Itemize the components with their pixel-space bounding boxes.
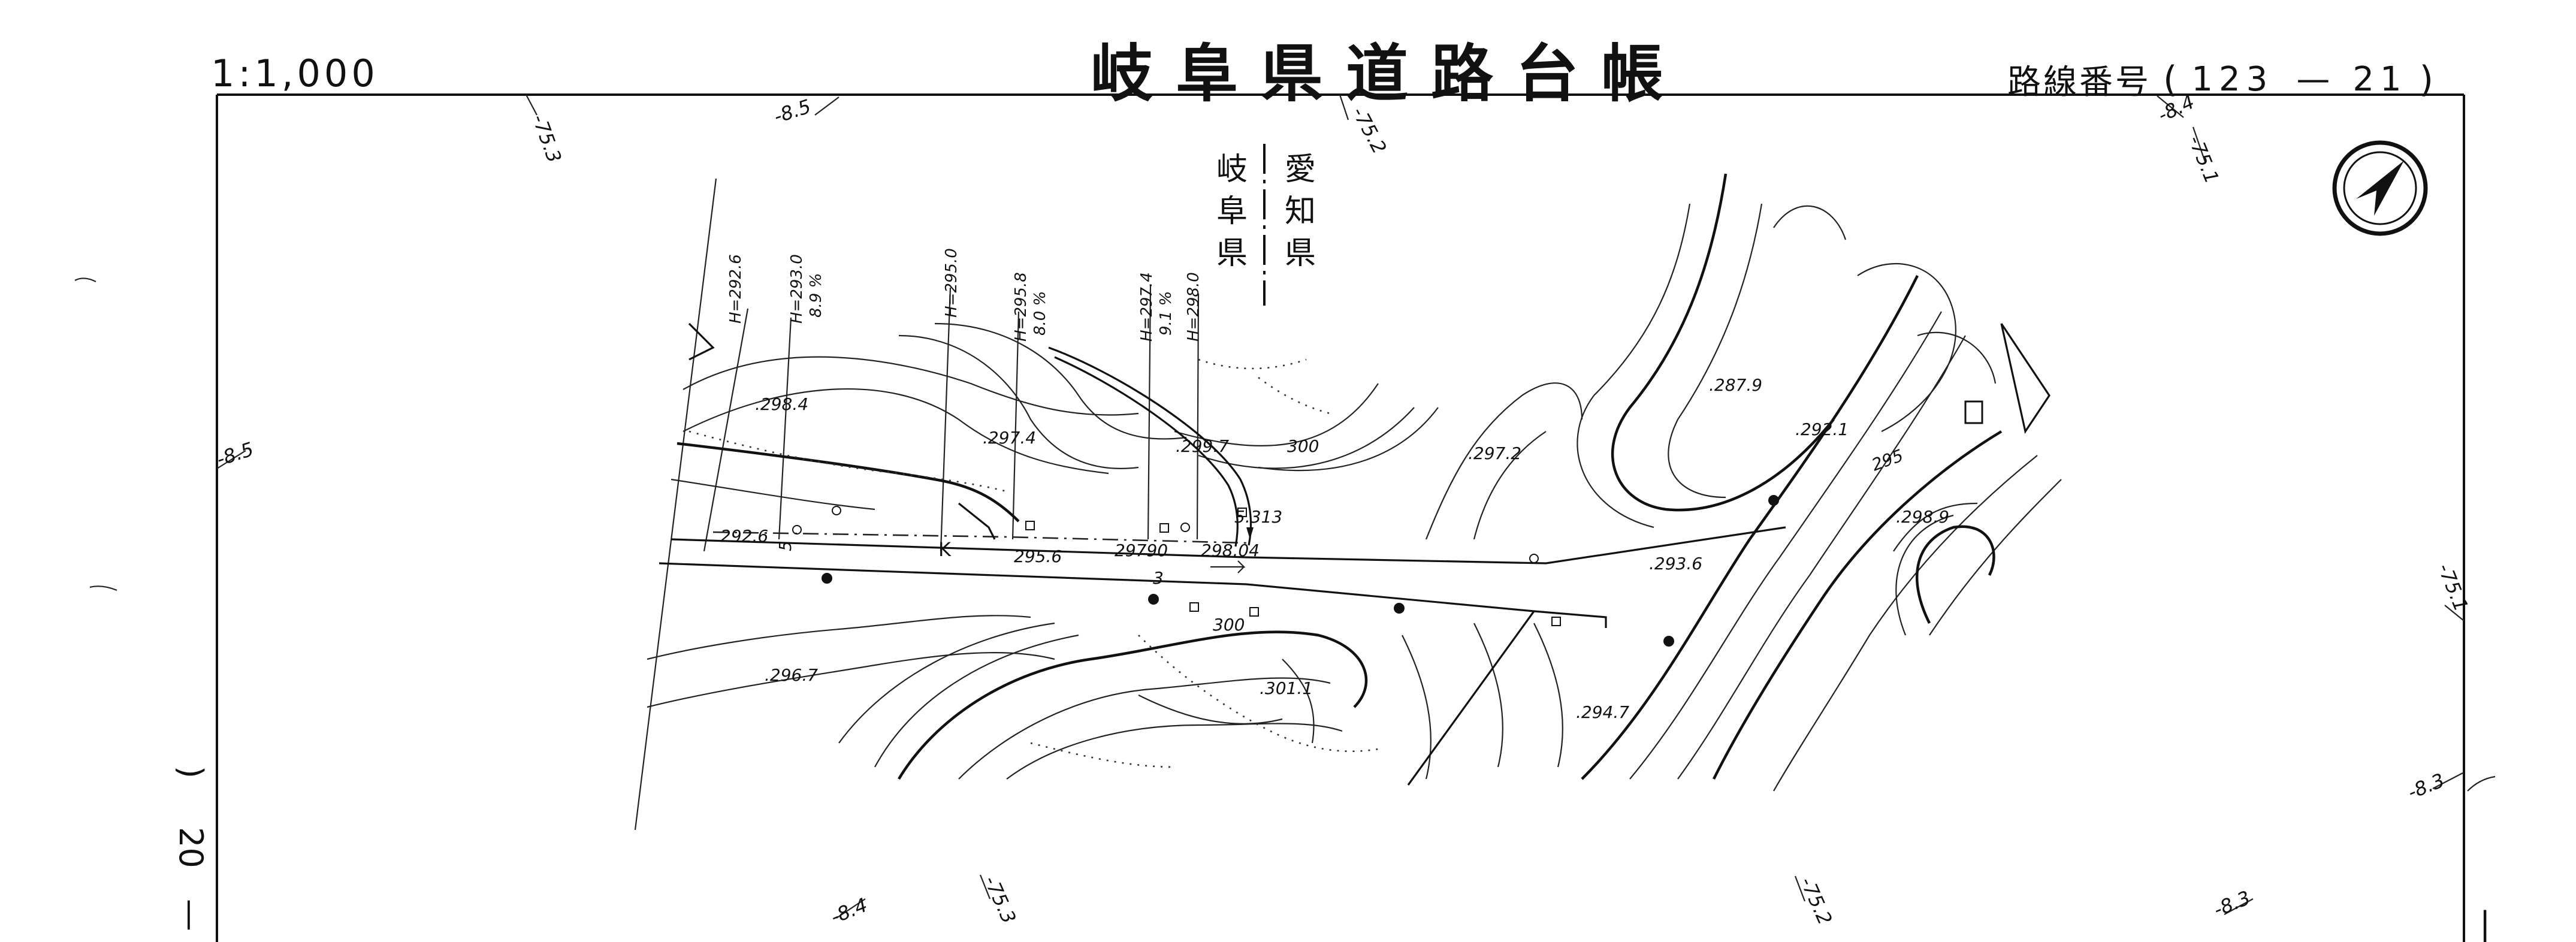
route-number: 123 (2191, 60, 2274, 99)
sheet-ref-text: -75.1 (2433, 560, 2473, 615)
elev-29790: 29790 (1115, 541, 1168, 560)
prefecture-boundary: 岐 阜 県 愛 知 県 (1216, 144, 1316, 306)
dotted-boundary-lines (688, 358, 1379, 768)
sheet-ref-top-5: -75.1 (2184, 126, 2224, 187)
elev-3011: .301.1 (1260, 678, 1313, 698)
elev-2947: .294.7 (1576, 702, 1629, 722)
sheet-ref-text: -75.3 (527, 111, 566, 166)
elev-2926: 292.6 (720, 526, 768, 546)
sheet-ref-text: -75.2 (1796, 874, 1837, 928)
prefecture-gifu-char-3: 県 (1216, 236, 1248, 271)
prefecture-aichi-char-2: 知 (1285, 194, 1316, 230)
section-label-grade-89: 8.9 % (807, 273, 825, 318)
prefecture-gifu-char-1: 岐 (1216, 152, 1248, 188)
elev-2967: .296.7 (765, 665, 818, 685)
sheet-ref-right-2: -8.3 (2405, 769, 2463, 804)
section-label-grade-80: 8.0 % (1031, 291, 1049, 336)
elev-2879: .287.9 (1709, 375, 1762, 395)
route-number-block: 路線番号 ( 123 — 21 ) (2007, 55, 2436, 104)
sheet-ref-text: -8.5 (214, 437, 256, 470)
elev-2921: .292.1 (1795, 419, 1849, 439)
elev-300-north: 300 (1287, 436, 1319, 456)
sheet-ref-text: -75.3 (980, 872, 1020, 927)
prefecture-gifu-char-2: 阜 (1216, 194, 1248, 230)
station-5: 5 (775, 541, 795, 551)
sheet-reference-marks: -75.3 -8.5 -75.2 -8.4 -75.1 -8.5 -75.1 (214, 90, 2473, 928)
route-close-paren: ) (2419, 58, 2436, 101)
section-label-h2958: H=295.8 (1012, 272, 1030, 342)
sheet-ref-text: -8.4 (828, 893, 871, 929)
road (659, 322, 2050, 786)
side-marks: ) 20 — | (74, 277, 2496, 942)
route-open-paren: ( (2163, 58, 2180, 101)
elevation-labels: .298.4 .297.4 .299.7 300 .297.2 .287.9 .… (720, 375, 1949, 722)
section-label-h2974: H=297.4 (1138, 272, 1156, 342)
section-label-h2980: H=298.0 (1185, 272, 1203, 342)
sheet-ref-text: -8.3 (2405, 769, 2448, 804)
elev-2997: .299.7 (1176, 436, 1229, 456)
sheet-ref-bottom-2: -75.3 (980, 872, 1020, 927)
side-left-paren: ) (172, 766, 210, 778)
map-point-features (792, 495, 1779, 647)
side-right-bar: | (2480, 905, 2490, 942)
contour-lines (647, 173, 2062, 792)
section-label-h2950: H=295.0 (943, 248, 961, 318)
sheet-ref-text: -8.5 (771, 95, 814, 128)
route-sub-number: 21 (2352, 60, 2408, 99)
elev-2956: 295.6 (1014, 547, 1062, 566)
sheet-ref-top-1: -75.3 (526, 94, 566, 166)
sheet-ref-bottom-4: -8.3 (2210, 886, 2254, 922)
elev-300-south: 300 (1213, 615, 1245, 635)
elev-2936: .293.6 (1649, 554, 1702, 573)
map-scale: 1:1,000 (211, 52, 379, 95)
side-left-number: 20 (172, 827, 210, 868)
sheet-ref-top-3: -75.2 (1339, 94, 1391, 158)
page-title: 岐阜県道路台帳 (1091, 37, 1687, 110)
route-dash: — (2296, 60, 2330, 99)
sheet-ref-right-1: -75.1 (2433, 560, 2473, 621)
section-label-h2930: H=293.0 (788, 254, 806, 324)
elev-2989: .298.9 (1896, 507, 1949, 527)
section-label-grade-91: 9.1 % (1157, 291, 1175, 336)
sheet-ref-bottom-3: -75.2 (1794, 874, 1837, 928)
prefecture-aichi-char-1: 愛 (1285, 152, 1316, 188)
sheet-ref-text: -8.3 (2210, 886, 2254, 922)
cross-section-lines: H=292.6 H=293.0 8.9 % H=295.0 H=295.8 8.… (634, 178, 1203, 831)
side-left-dash: — (172, 899, 210, 931)
sheet-ref-bottom-1: -8.4 (828, 893, 871, 929)
elev-2972: .297.2 (1468, 443, 1521, 463)
elev-2974: .297.4 (983, 428, 1036, 448)
prefecture-aichi-char-3: 県 (1285, 236, 1316, 271)
station-3: 3 (1153, 568, 1164, 588)
sheet-ref-left-1: -8.5 (214, 437, 256, 470)
sheet-ref-text: -75.2 (1348, 103, 1391, 158)
elev-29804: 298.04 (1201, 541, 1260, 560)
north-arrow-icon (2332, 140, 2428, 236)
elev-295: 295 (1869, 445, 1906, 475)
section-label-h2926: H=292.6 (727, 254, 745, 324)
elev-5313: 5.313 (1234, 507, 1282, 527)
station-k: K (938, 538, 952, 561)
map-frame (216, 93, 2465, 942)
elev-2984: .298.4 (755, 394, 808, 414)
sheet-ref-text: -75.1 (2184, 132, 2224, 187)
sheet-ref-top-2: -8.5 (771, 95, 839, 128)
